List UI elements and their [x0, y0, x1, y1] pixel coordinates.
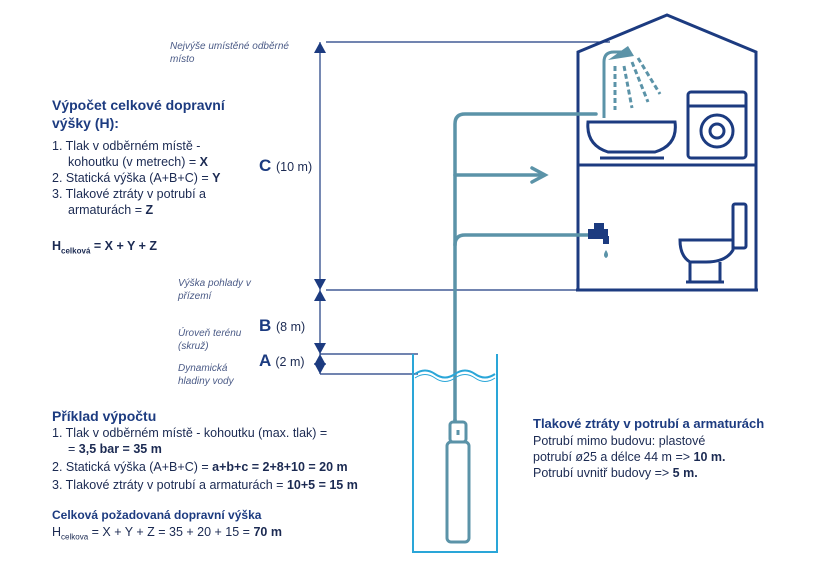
pipes [453, 112, 598, 437]
dynamic-level-note: Dynamická hladiny vody [178, 363, 234, 387]
dimension-a-value: (2 m) [275, 355, 305, 369]
calc-item-1: 1. Tlak v odběrném místě - kohoutku (v m… [52, 139, 208, 169]
example-line-1b: = 3,5 bar = 35 m [68, 442, 162, 456]
example-title: Příklad výpočtu [52, 408, 157, 424]
calc-item-3: 3. Tlakové ztráty v potrubí a armaturách… [52, 187, 207, 217]
dimension-arrows [314, 42, 326, 374]
dimension-b-letter: B [259, 316, 272, 335]
dimension-lines [319, 41, 610, 375]
pump-icon [445, 420, 471, 544]
house-outline [576, 13, 758, 292]
top-point-note: Nejvýše umístěné odběrné místo [170, 41, 289, 65]
dimension-c-letter: C [259, 156, 272, 175]
toilet-icon [678, 202, 748, 284]
dimension-c-value: (10 m) [276, 160, 313, 174]
example-list: 1. Tlak v odběrném místě - kohoutku (max… [52, 425, 402, 493]
shower-icon [602, 46, 662, 118]
losses-line-3: Potrubí uvnitř budovy => 5 m. [533, 466, 698, 480]
well [412, 354, 498, 553]
flow-arrow [530, 166, 549, 184]
calc-formula: Hcelková = X + Y + Z [52, 239, 157, 256]
calc-title: Výpočet celkové dopravní výšky (H): [52, 97, 225, 131]
dimension-c-label: C (10 m) [259, 156, 312, 176]
dimension-a-letter: A [259, 351, 271, 370]
ground-level-note: Úroveň terénu (skruž) [178, 328, 242, 352]
losses-line-2: potrubí ø25 a délce 44 m => 10 m. [533, 450, 726, 464]
bathtub-icon [586, 120, 677, 160]
faucet-icon [588, 223, 609, 258]
calc-item-2: 2. Statická výška (A+B+C) = Y [52, 171, 221, 185]
losses-line-1: Potrubí mimo budovu: plastové [533, 434, 706, 448]
total-title: Celková požadovaná dopravní výška [52, 508, 262, 522]
example-line-2: 2. Statická výška (A+B+C) = a+b+c = 2+8+… [52, 460, 348, 474]
washing-machine-icon [686, 90, 748, 160]
dimension-b-value: (8 m) [276, 320, 306, 334]
example-line-1: 1. Tlak v odběrném místě - kohoutku (max… [52, 426, 328, 440]
losses-text: Potrubí mimo budovu: plastové potrubí ø2… [533, 433, 793, 481]
calc-list: 1. Tlak v odběrném místě - kohoutku (v m… [52, 138, 247, 218]
losses-title: Tlakové ztráty v potrubí a armaturách [533, 416, 765, 431]
total-formula: Hcelkova = X + Y + Z = 35 + 20 + 15 = 70… [52, 525, 282, 542]
dimension-b-label: B (8 m) [259, 316, 305, 336]
example-line-3: 3. Tlakové ztráty v potrubí a armaturách… [52, 478, 358, 492]
floor-height-note: Výška pohlady v přízemí [178, 278, 251, 302]
dimension-a-label: A (2 m) [259, 351, 305, 371]
